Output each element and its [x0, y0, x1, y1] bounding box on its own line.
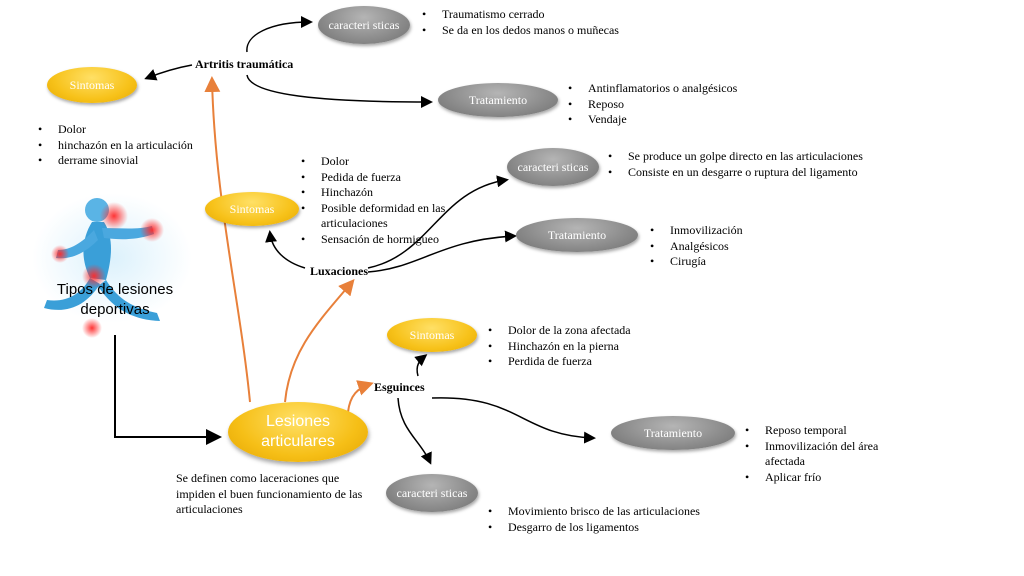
list-item: Inmovilización del área afectada	[745, 439, 905, 470]
artritis-sintomas-list: Dolor hinchazón en la articulación derra…	[36, 122, 193, 169]
luxaciones-tratamiento-bubble: Tratamiento	[516, 218, 638, 252]
esguinces-tratamiento-list: Reposo temporal Inmovilización del área …	[743, 423, 905, 485]
list-item: Sensación de hormigueo	[301, 232, 491, 248]
runner-figure-illustration	[32, 193, 192, 338]
arrow-artritis-to-tratamiento	[246, 74, 433, 108]
list-item: Analgésicos	[650, 239, 743, 255]
arrow-title-to-main	[114, 335, 222, 445]
list-item: Movimiento brisco de las articulaciones	[488, 504, 700, 520]
luxaciones-sintomas-bubble: Sintomas	[205, 192, 299, 226]
list-item: Dolor de la zona afectada	[488, 323, 631, 339]
list-item: Dolor	[38, 122, 193, 138]
list-item: Desgarro de los ligamentos	[488, 520, 700, 536]
arrow-esguinces-to-caracteristicas	[397, 397, 432, 465]
list-item: Traumatismo cerrado	[422, 7, 632, 23]
list-item: Se produce un golpe directo en las artic…	[608, 149, 918, 165]
luxaciones-caracteristicas-list: Se produce un golpe directo en las artic…	[606, 149, 918, 180]
list-item: Hinchazón en la pierna	[488, 339, 631, 355]
arrow-main-to-esguinces	[347, 380, 374, 413]
arrow-main-to-luxaciones	[284, 278, 355, 403]
luxaciones-sintomas-list: Dolor Pedida de fuerza Hinchazón Posible…	[299, 154, 491, 247]
esguinces-sintomas-list: Dolor de la zona afectada Hinchazón en l…	[486, 323, 631, 370]
node-esguinces: Esguinces	[374, 380, 425, 394]
arrow-artritis-to-caracteristicas	[246, 16, 313, 53]
artritis-tratamiento-bubble: Tratamiento	[438, 83, 558, 117]
artritis-caracteristicas-bubble: caracteri sticas	[318, 6, 410, 44]
esguinces-sintomas-bubble: Sintomas	[387, 318, 477, 352]
arrow-main-to-artritis	[204, 76, 251, 403]
list-item: Posible deformidad en las articulaciones	[301, 201, 491, 232]
arrow-esguinces-to-tratamiento	[431, 397, 596, 444]
main-node-lesiones-articulares: Lesiones articulares	[228, 402, 368, 462]
list-item: Reposo	[568, 97, 737, 113]
list-item: Aplicar frío	[745, 470, 905, 486]
list-item: Perdida de fuerza	[488, 354, 631, 370]
main-description: Se definen como laceraciones que impiden…	[176, 471, 363, 516]
node-artritis-traumatica: Artritis traumática	[195, 57, 294, 71]
luxaciones-tratamiento-list: Inmovilización Analgésicos Cirugía	[648, 223, 743, 270]
list-item: Se da en los dedos manos o muñecas	[422, 23, 632, 39]
list-item: Cirugía	[650, 254, 743, 270]
list-item: Reposo temporal	[745, 423, 905, 439]
list-item: Dolor	[301, 154, 491, 170]
esguinces-caracteristicas-bubble: caracteri sticas	[386, 474, 478, 512]
diagram-title: Tipos de lesiones deportivas	[56, 281, 174, 318]
artritis-caracteristicas-list: Traumatismo cerrado Se da en los dedos m…	[420, 7, 632, 38]
list-item: Antinflamatorios o analgésicos	[568, 81, 737, 97]
list-item: Hinchazón	[301, 185, 491, 201]
list-item: derrame sinovial	[38, 153, 193, 169]
artritis-tratamiento-list: Antinflamatorios o analgésicos Reposo Ve…	[566, 81, 737, 128]
arrow-artritis-to-sintomas	[144, 64, 193, 81]
arrow-esguinces-to-sintomas	[414, 354, 428, 377]
esguinces-caracteristicas-list: Movimiento brisco de las articulaciones …	[486, 504, 700, 535]
artritis-sintomas-bubble: Sintomas	[47, 67, 137, 103]
list-item: hinchazón en la articulación	[38, 138, 193, 154]
luxaciones-caracteristicas-bubble: caracteri sticas	[507, 148, 599, 186]
arrow-luxaciones-to-sintomas	[265, 230, 306, 269]
node-luxaciones: Luxaciones	[310, 264, 369, 278]
list-item: Consiste en un desgarre o ruptura del li…	[608, 165, 918, 181]
list-item: Vendaje	[568, 112, 737, 128]
list-item: Inmovilización	[650, 223, 743, 239]
esguinces-tratamiento-bubble: Tratamiento	[611, 416, 735, 450]
list-item: Pedida de fuerza	[301, 170, 491, 186]
